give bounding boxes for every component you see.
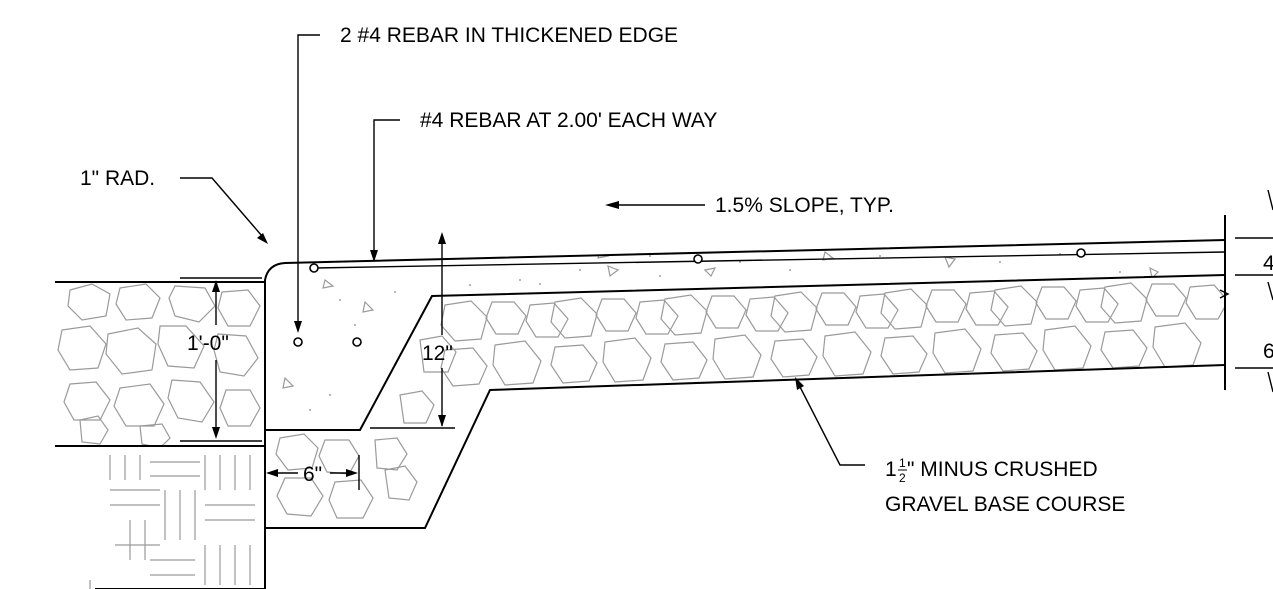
slab-outline	[264, 239, 1226, 431]
mesh-bar	[693, 254, 703, 264]
right-fragment-1: 4	[1263, 252, 1273, 275]
base-course-prefix: 1	[885, 458, 897, 481]
edge-depth-dimension: 1'-0"	[187, 332, 229, 355]
leader-rebar-edge: 2 #4 REBAR IN THICKENED EDGE	[294, 24, 678, 333]
gravel-base-course	[275, 282, 1225, 519]
lower-fill-pattern	[89, 455, 255, 589]
edge-rebar	[352, 337, 362, 347]
slope-label: 1.5% SLOPE, TYP.	[715, 194, 894, 217]
right-fragment-marks	[1267, 189, 1273, 393]
mesh-bar	[309, 263, 319, 273]
fraction-denominator: 2	[899, 471, 906, 485]
break-symbol	[1219, 289, 1230, 299]
base-course-line1: 1	[885, 458, 897, 481]
rebar-edge-label: 2 #4 REBAR IN THICKENED EDGE	[340, 24, 678, 47]
base-course-suffix: " MINUS CRUSHED	[907, 458, 1098, 481]
dimension-curb-width: 6"	[266, 455, 360, 490]
slab-edge-dimension: 12"	[422, 342, 453, 365]
dimension-edge-depth: 1'-0"	[180, 277, 262, 442]
concrete-aggregate	[282, 248, 1202, 411]
right-fragment-2: 6	[1263, 340, 1273, 363]
rebar-grid-label: #4 REBAR AT 2.00' EACH WAY	[420, 109, 717, 132]
radius-label: 1" RAD.	[80, 167, 155, 190]
curb-width-dimension: 6"	[303, 463, 322, 486]
dimension-slab-edge: 12"	[370, 232, 455, 429]
leader-base-course: 1 1 2 " MINUS CRUSHED GRAVEL BASE COURSE	[795, 377, 1125, 516]
rebar-mesh-line	[314, 251, 1226, 269]
edge-rebar	[293, 337, 303, 347]
base-course-outline	[265, 364, 1226, 529]
mesh-bar	[1076, 248, 1086, 258]
leader-rebar-grid: #4 REBAR AT 2.00' EACH WAY	[370, 109, 717, 262]
leader-radius: 1" RAD.	[80, 167, 268, 244]
native-soil-left	[57, 283, 261, 446]
fraction-numerator: 1	[899, 456, 906, 470]
base-course-line2: GRAVEL BASE COURSE	[885, 493, 1125, 516]
slope-arrow: 1.5% SLOPE, TYP.	[605, 194, 894, 217]
